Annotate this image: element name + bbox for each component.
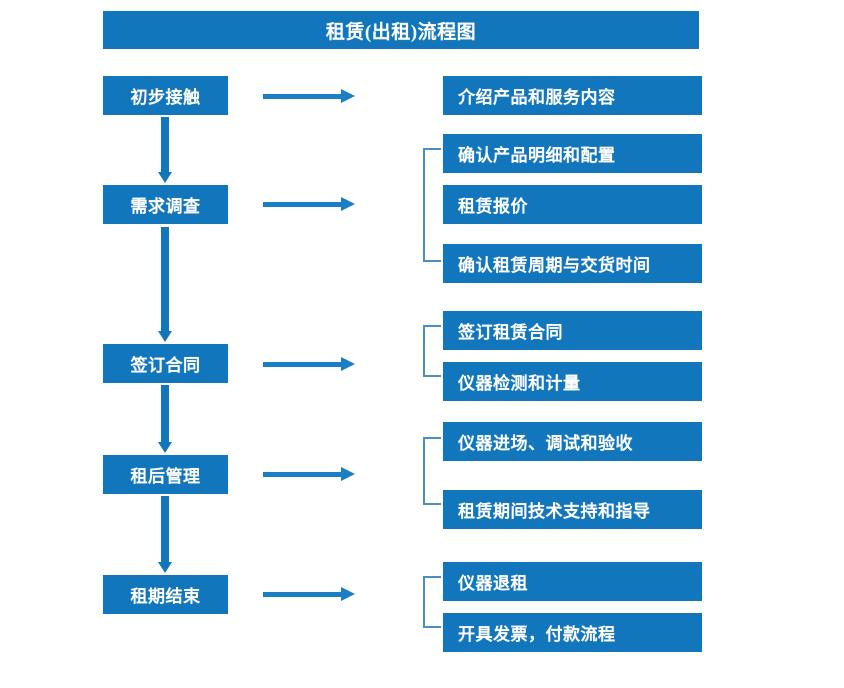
arrow-shaft: [263, 472, 343, 477]
arrow-head: [158, 562, 172, 573]
detail-box-sign-rental-contract[interactable]: 签订租赁合同: [443, 311, 702, 350]
group-bracket-icon-3: [423, 325, 441, 377]
arrow-shaft: [263, 592, 343, 597]
detail-box-instrument-return[interactable]: 仪器退租: [443, 562, 702, 601]
arrow-head: [341, 197, 355, 211]
arrow-shaft: [161, 227, 169, 331]
stage-box-needs-survey[interactable]: 需求调查: [103, 185, 228, 224]
arrow-head: [158, 172, 172, 183]
detail-box-instrument-inspection-metering[interactable]: 仪器检测和计量: [443, 362, 702, 401]
stage-box-sign-contract[interactable]: 签订合同: [103, 344, 228, 383]
arrow-shaft: [161, 117, 169, 172]
group-bracket-icon-4: [423, 437, 441, 505]
diagram-title-banner: 租赁(出租)流程图: [103, 11, 699, 49]
arrow-shaft: [161, 385, 169, 442]
arrow-head: [341, 467, 355, 481]
vertical-arrow-icon-2: [158, 227, 172, 342]
horizontal-arrow-icon-4: [263, 466, 355, 482]
group-bracket-icon-5: [423, 576, 441, 628]
horizontal-arrow-icon-1: [263, 88, 355, 104]
horizontal-arrow-icon-5: [263, 586, 355, 602]
arrow-shaft: [263, 362, 343, 367]
detail-box-introduce-products-services[interactable]: 介绍产品和服务内容: [443, 76, 702, 115]
horizontal-arrow-icon-3: [263, 356, 355, 372]
vertical-arrow-icon-1: [158, 117, 172, 183]
arrow-shaft: [263, 94, 343, 99]
arrow-head: [341, 587, 355, 601]
vertical-arrow-icon-4: [158, 496, 172, 573]
arrow-shaft: [263, 202, 343, 207]
group-bracket-icon-2: [423, 148, 441, 262]
stage-box-lease-end[interactable]: 租期结束: [103, 575, 228, 614]
horizontal-arrow-icon-2: [263, 196, 355, 212]
arrow-head: [158, 331, 172, 342]
arrow-head: [341, 357, 355, 371]
stage-box-initial-contact[interactable]: 初步接触: [103, 76, 228, 115]
arrow-head: [341, 89, 355, 103]
detail-box-confirm-product-details-config[interactable]: 确认产品明细和配置: [443, 134, 702, 173]
detail-box-rental-quotation[interactable]: 租赁报价: [443, 185, 702, 224]
detail-box-confirm-rental-period-delivery-time[interactable]: 确认租赁周期与交货时间: [443, 244, 702, 283]
detail-box-technical-support-during-rental[interactable]: 租赁期间技术支持和指导: [443, 490, 702, 529]
detail-box-instrument-entry-commissioning-acceptance[interactable]: 仪器进场、调试和验收: [443, 422, 702, 461]
stage-box-post-rental-management[interactable]: 租后管理: [103, 455, 228, 494]
vertical-arrow-icon-3: [158, 385, 172, 453]
arrow-shaft: [161, 496, 169, 562]
detail-box-invoice-payment-process[interactable]: 开具发票，付款流程: [443, 613, 702, 652]
arrow-head: [158, 442, 172, 453]
